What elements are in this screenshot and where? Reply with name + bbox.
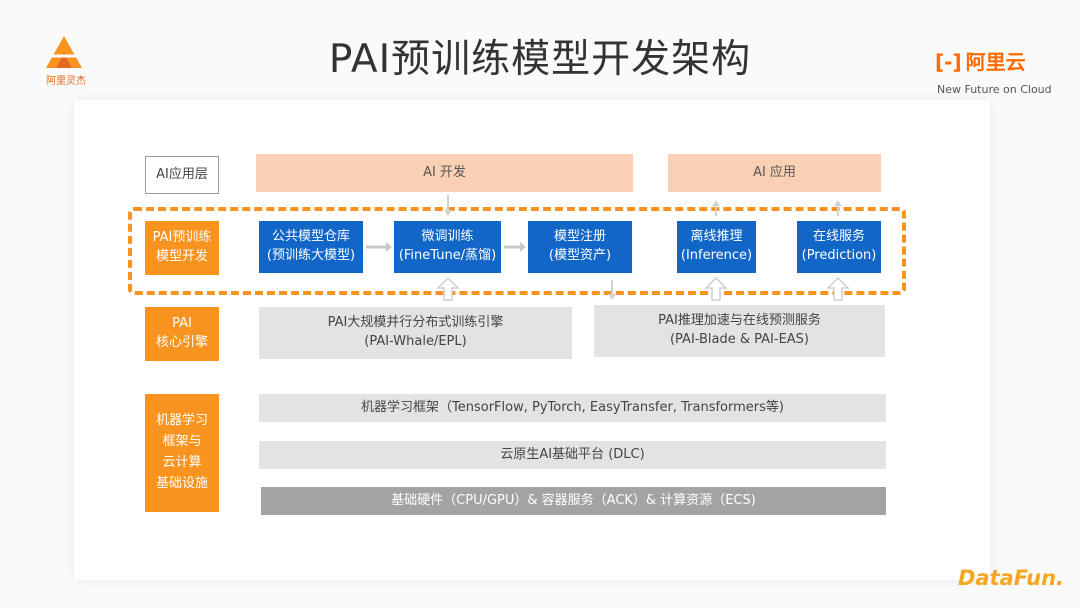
- offline-inference-box: 离线推理 (Inference): [677, 221, 756, 273]
- inference-engine-title: PAI推理加速与在线预测服务: [658, 313, 821, 329]
- aliyun-logo-text: 阿里云: [965, 50, 1026, 74]
- ai-app-box: AI 应用: [668, 154, 881, 192]
- aliyun-logo-mark: [-]: [935, 50, 962, 74]
- page-title: PAI预训练模型开发架构: [328, 37, 752, 82]
- model-registry-title: 模型注册: [553, 229, 606, 245]
- finetune-title: 微调训练: [421, 229, 474, 245]
- online-serving-subtitle: (Prediction): [801, 248, 877, 263]
- dlc-box: 云原生AI基础平台 (DLC): [259, 441, 886, 469]
- finetune-subtitle: (FineTune/蒸馏): [398, 248, 497, 263]
- training-engine-subtitle: (PAI-Whale/EPL): [364, 334, 467, 349]
- inference-engine-subtitle: (PAI-Blade & PAI-EAS): [669, 332, 810, 347]
- up-hollow-arrow-icon: [826, 276, 850, 301]
- infra-label-line2: 框架与: [162, 434, 202, 450]
- hardware-box: 基础硬件（CPU/GPU）& 容器服务（ACK）& 计算资源（ECS): [261, 487, 886, 515]
- pretrain-label-line1: PAI预训练: [152, 230, 212, 246]
- training-engine-box: PAI大规模并行分布式训练引擎 (PAI-Whale/EPL): [259, 307, 572, 359]
- infra-label-line3: 云计算: [162, 455, 202, 470]
- pretrain-label-line2: 模型开发: [155, 249, 208, 264]
- down-arrow-icon: [444, 195, 452, 216]
- up-hollow-arrow-icon: [704, 276, 728, 301]
- pretrain-dashed-border: [128, 207, 906, 295]
- up-arrow-icon: [712, 200, 720, 216]
- inference-engine-box: PAI推理加速与在线预测服务 (PAI-Blade & PAI-EAS): [594, 305, 885, 357]
- offline-inference-title: 离线推理: [690, 229, 743, 245]
- engine-label-line2: 核心引擎: [155, 335, 208, 350]
- aliyun-logo: [-]阿里云: [935, 46, 1026, 75]
- model-hub-subtitle: (预训练大模型): [266, 248, 356, 263]
- pretrain-layer-label: PAI预训练 模型开发: [145, 221, 219, 275]
- engine-label-line1: PAI: [172, 316, 192, 332]
- right-arrow-icon: [366, 242, 392, 252]
- engine-layer-label: PAI 核心引擎: [145, 307, 219, 361]
- training-engine-title: PAI大规模并行分布式训练引擎: [327, 315, 504, 331]
- model-registry-box: 模型注册 (模型资产): [528, 221, 632, 273]
- model-hub-box: 公共模型仓库 (预训练大模型): [259, 221, 363, 273]
- model-registry-subtitle: (模型资产): [548, 248, 612, 263]
- datafun-logo: DataFun.: [958, 566, 1065, 590]
- down-arrow-icon: [608, 280, 616, 300]
- tagline: New Future on Cloud: [937, 83, 1052, 96]
- finetune-box: 微调训练 (FineTune/蒸馏): [394, 221, 501, 273]
- infra-label-line1: 机器学习: [155, 413, 208, 429]
- infra-label-line4: 基础设施: [155, 475, 208, 491]
- app-layer-label: AI应用层: [145, 156, 219, 194]
- ml-framework-box: 机器学习框架（TensorFlow, PyTorch, EasyTransfer…: [259, 394, 886, 422]
- model-hub-title: 公共模型仓库: [271, 229, 350, 245]
- online-serving-box: 在线服务 (Prediction): [797, 221, 881, 273]
- ai-dev-box: AI 开发: [256, 154, 633, 192]
- offline-inference-subtitle: (Inference): [680, 248, 753, 263]
- up-arrow-icon: [834, 200, 842, 216]
- right-arrow-icon: [504, 242, 526, 252]
- left-logo-text: 阿里灵杰: [46, 76, 86, 87]
- up-hollow-arrow-icon: [436, 276, 460, 301]
- infra-layer-label: 机器学习 框架与 云计算 基础设施: [145, 394, 219, 512]
- alibaba-lingjie-logo-icon: [46, 36, 82, 68]
- online-serving-title: 在线服务: [812, 229, 865, 245]
